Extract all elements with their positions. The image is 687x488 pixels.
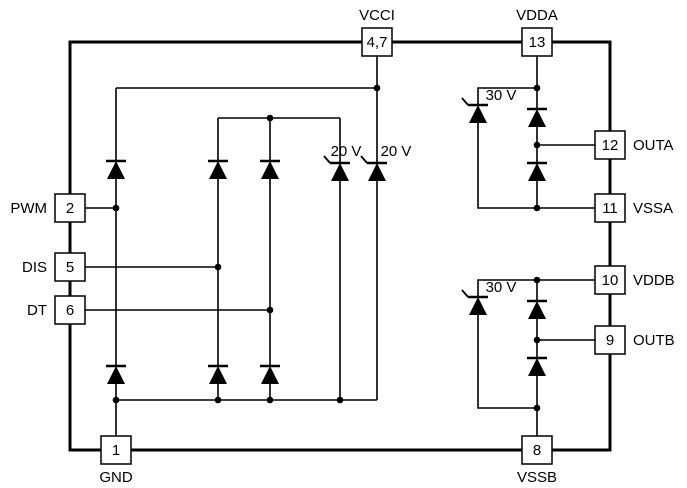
pin-number-vcci: 4,7: [367, 34, 388, 51]
pin-label-dis: DIS: [22, 259, 47, 276]
pin-vssb: 8: [521, 435, 553, 465]
esd-diode-dis-bottom: [208, 364, 228, 384]
pin-label-vssb: VSSB: [517, 469, 557, 486]
esd-diode-dt-bottom: [260, 364, 280, 384]
rating-label-zener-vcci: 20 V: [381, 143, 412, 160]
zener-diode-vcci-20v: [360, 155, 387, 181]
pin-number-vdda: 13: [529, 34, 546, 51]
pin-number-outb: 9: [606, 332, 614, 349]
pin-number-vssa: 11: [602, 200, 618, 217]
zener-diode-vddb-30v: [461, 289, 488, 315]
pin-label-vssa: VSSA: [633, 200, 673, 217]
pin-vddb: 10: [594, 265, 626, 295]
pin-label-vdda: VDDA: [516, 7, 558, 24]
esd-diode-outa-top: [527, 107, 547, 127]
pin-label-dt: DT: [27, 302, 47, 319]
pin-label-vddb: VDDB: [633, 272, 675, 289]
pin-vdda: 13: [521, 27, 553, 57]
pin-vssa: 11: [594, 193, 626, 223]
esd-diode-outa-bottom: [527, 161, 547, 181]
pin-number-outa: 12: [602, 137, 619, 154]
pin-label-outb: OUTB: [633, 332, 675, 349]
pin-label-outa: OUTA: [633, 137, 674, 154]
rating-label-zener-vddb: 30 V: [486, 279, 517, 296]
esd-diode-dis-top: [208, 159, 228, 179]
pin-number-dis: 5: [66, 259, 74, 276]
pin-outb: 9: [594, 325, 626, 355]
esd-diode-dt-top: [260, 159, 280, 179]
pin-number-vssb: 8: [533, 442, 541, 459]
esd-diode-outb-bottom: [527, 356, 547, 376]
pin-pwm: 2: [54, 193, 86, 223]
pin-label-gnd: GND: [99, 469, 133, 486]
esd-diode-pwm-bottom: [106, 364, 126, 384]
pin-number-gnd: 1: [112, 442, 120, 459]
rating-label-zener-input-rail: 20 V: [331, 143, 362, 160]
junction-dots: [112, 84, 541, 412]
esd-diode-pwm-top: [106, 159, 126, 179]
pin-number-pwm: 2: [66, 200, 74, 217]
pin-gnd: 1: [100, 435, 132, 465]
esd-diode-outb-top: [527, 299, 547, 319]
pin-dt: 6: [54, 295, 86, 325]
pin-label-vcci: VCCI: [359, 7, 395, 24]
pin-label-pwm: PWM: [10, 200, 47, 217]
zener-diode-vdda-30v: [461, 97, 488, 123]
pin-number-vddb: 10: [602, 272, 619, 289]
pin-outa: 12: [594, 130, 626, 160]
zener-diode-input-rail-20v: [323, 155, 350, 181]
wires: [85, 56, 595, 436]
pin-number-dt: 6: [66, 302, 74, 319]
rating-label-zener-vdda: 30 V: [486, 87, 517, 104]
pin-vcci: 4,7: [361, 27, 393, 57]
ic-outline: [68, 40, 612, 452]
pin-dis: 5: [54, 252, 86, 282]
